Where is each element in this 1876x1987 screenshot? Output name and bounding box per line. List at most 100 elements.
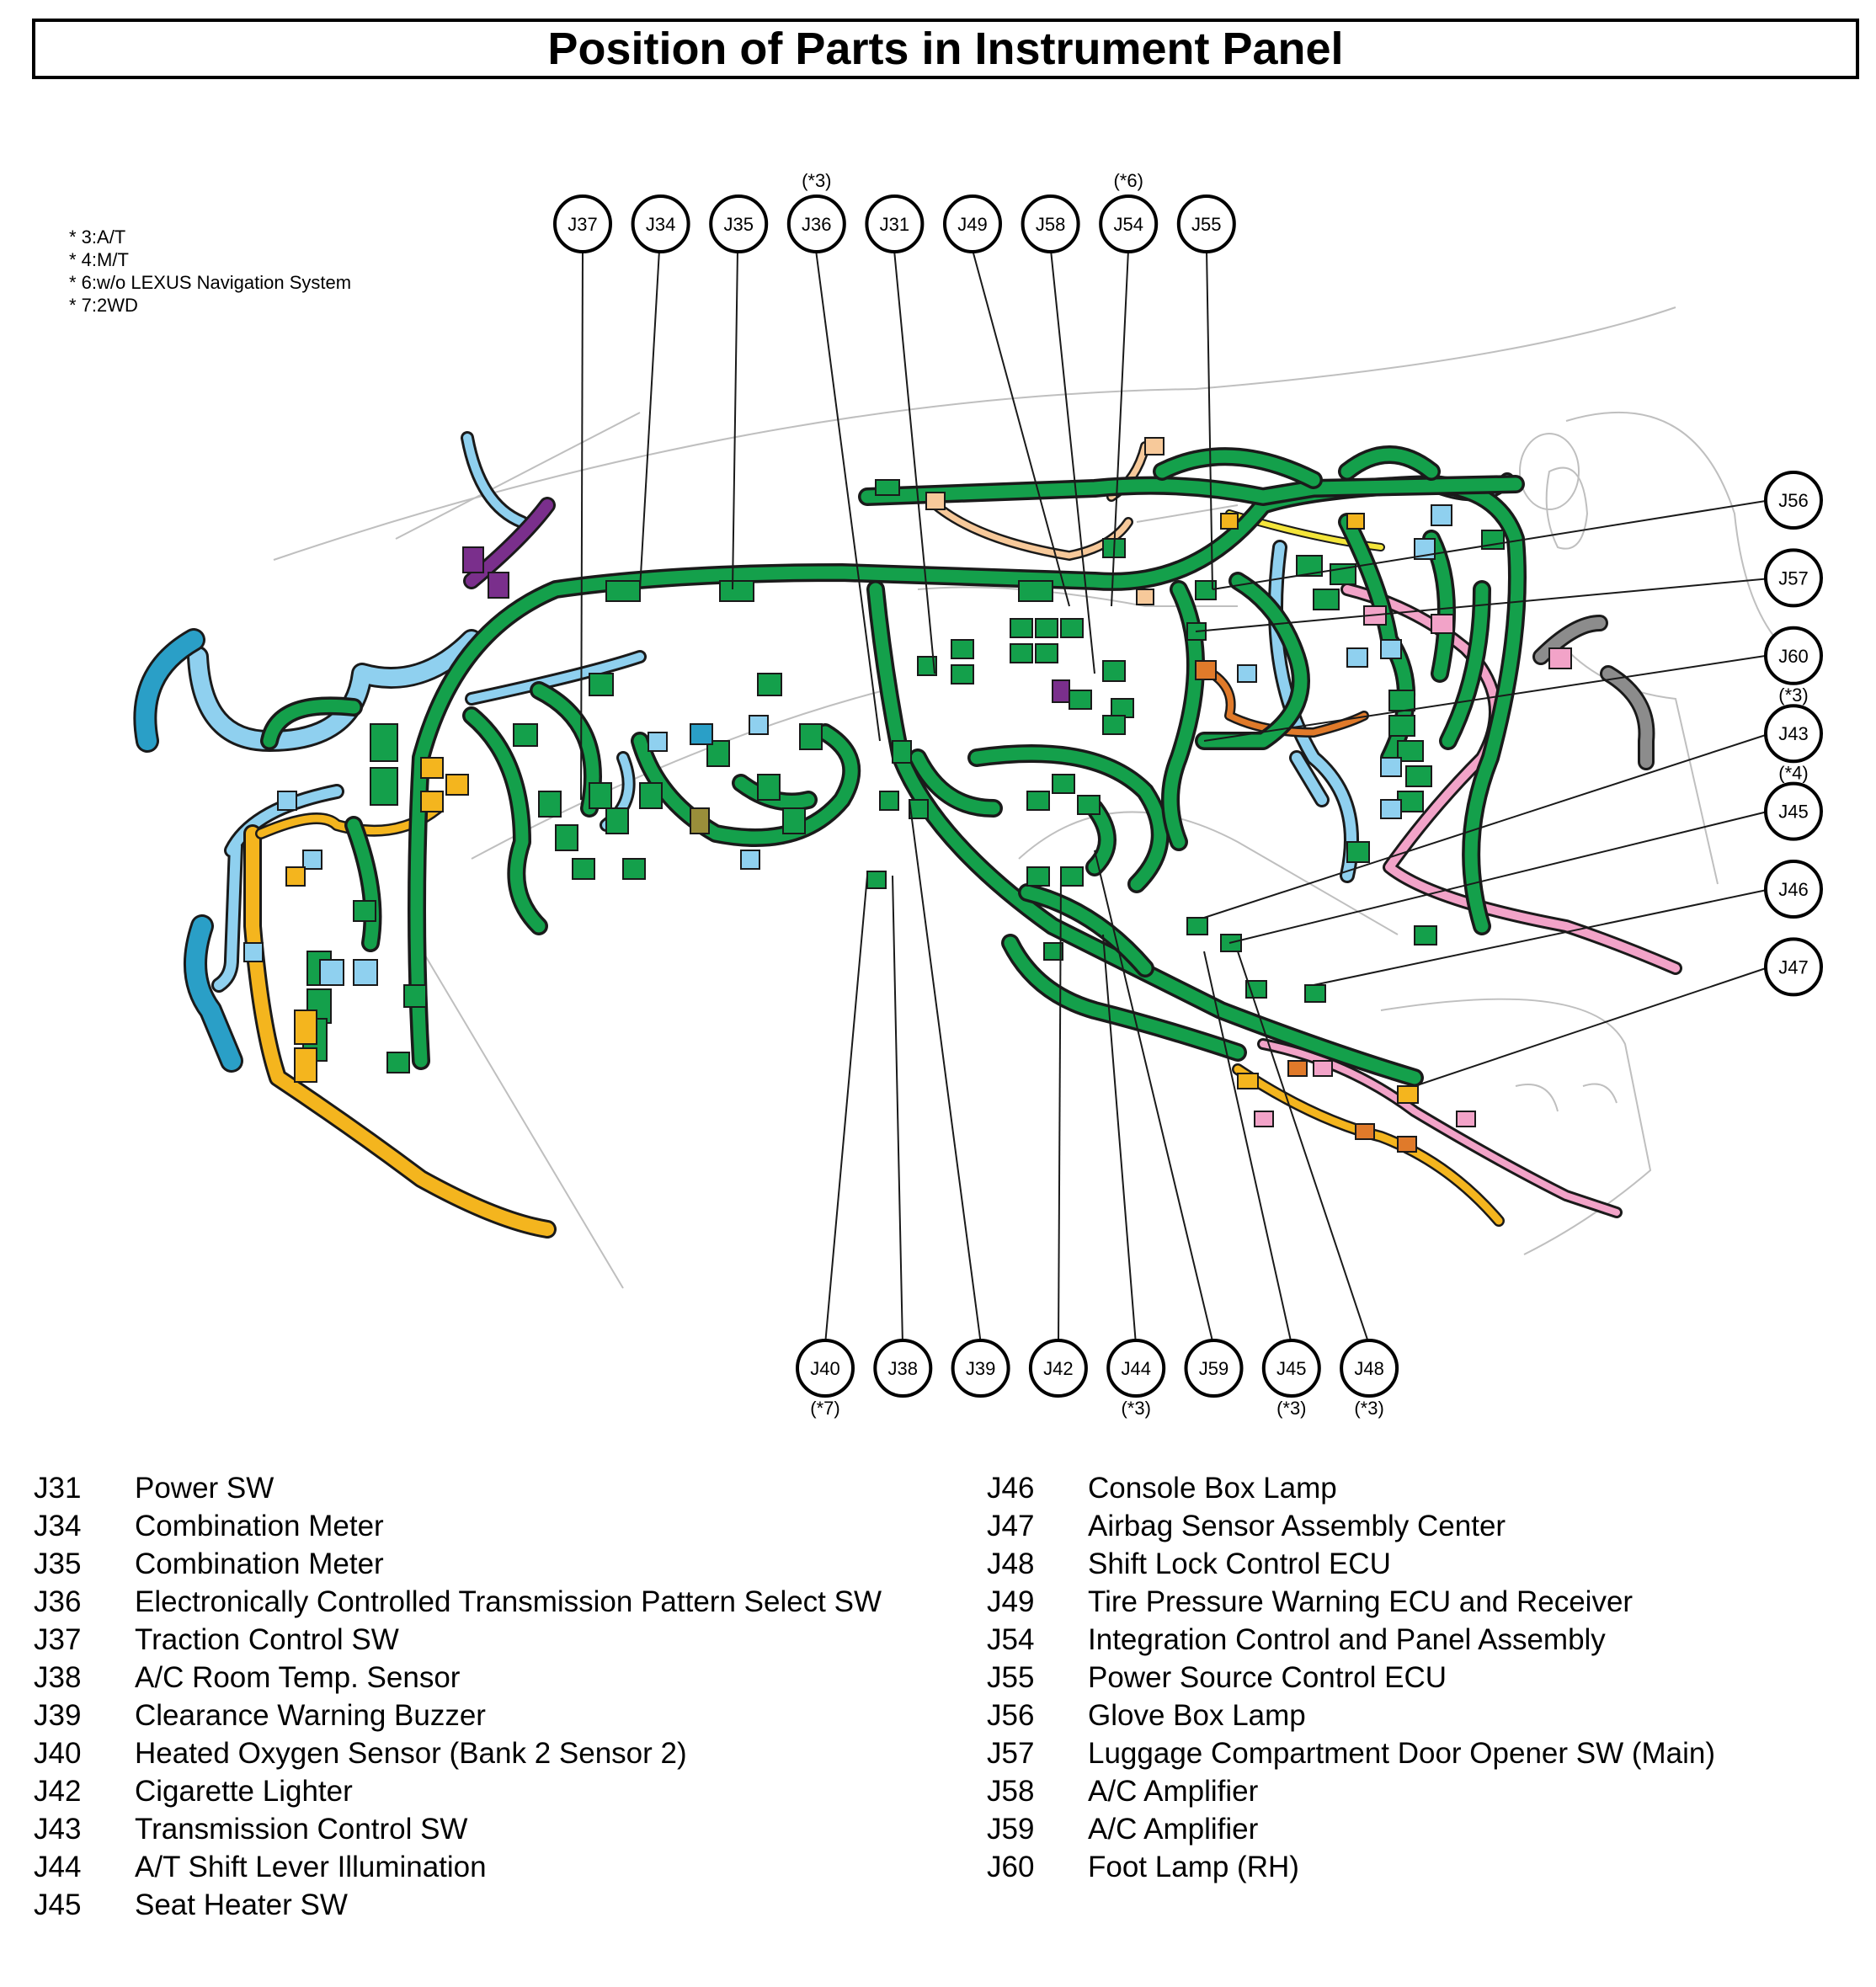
legend-desc: Airbag Sensor Assembly Center <box>1088 1510 1506 1542</box>
title-box: Position of Parts in Instrument Panel <box>32 19 1859 79</box>
legend-code: J42 <box>34 1775 82 1808</box>
legend-desc: Traction Control SW <box>135 1623 399 1656</box>
legend-desc: Console Box Lamp <box>1088 1472 1337 1505</box>
callout-label: J54 <box>1113 214 1143 235</box>
legend-code: J38 <box>34 1661 82 1694</box>
callout-label: J34 <box>646 214 675 235</box>
legend-code: J49 <box>987 1585 1035 1618</box>
legend-code: J46 <box>987 1472 1035 1505</box>
legend-code: J60 <box>987 1851 1035 1883</box>
callout-j34: J34 <box>631 194 690 253</box>
legend-code: J34 <box>34 1510 82 1542</box>
callout-j56: J56 <box>1764 471 1823 530</box>
callout-j36: J36(*3) <box>786 170 846 253</box>
callout-j37: J37 <box>553 194 612 253</box>
callout-j60: J60 <box>1764 626 1823 685</box>
legend-desc: Power Source Control ECU <box>1088 1661 1447 1694</box>
callout-label: J37 <box>568 214 597 235</box>
legend-code: J45 <box>34 1888 82 1921</box>
callout-circle <box>951 1339 1010 1398</box>
callout-circle <box>1184 1339 1244 1398</box>
callout-note: (*3) <box>1354 1398 1383 1419</box>
callout-label: J49 <box>957 214 987 235</box>
callout-circle <box>1764 937 1823 997</box>
callout-label: J44 <box>1121 1358 1150 1379</box>
callout-circle <box>1106 1339 1166 1398</box>
legend-code: J39 <box>34 1699 82 1732</box>
legend-row: J34 Combination Meter <box>34 1507 943 1545</box>
legend-row: J46 Console Box Lamp <box>987 1469 1871 1507</box>
callout-label: J45 <box>1276 1358 1306 1379</box>
harness-blue <box>187 431 1515 993</box>
callout-label: J45 <box>1778 802 1808 823</box>
callout-label: J39 <box>966 1358 995 1379</box>
footnote: * 3:A/T <box>69 226 126 248</box>
callout-circle <box>1764 704 1823 764</box>
callout-label: J35 <box>723 214 753 235</box>
legend-code: J57 <box>987 1737 1035 1770</box>
callout-label: J58 <box>1036 214 1065 235</box>
callout-label: J59 <box>1199 1358 1228 1379</box>
legend-desc: A/T Shift Lever Illumination <box>135 1851 487 1883</box>
callout-label: J40 <box>810 1358 839 1379</box>
callout-circle <box>1764 471 1823 530</box>
callout-j38: J38 <box>873 1339 933 1398</box>
legend-code: J43 <box>34 1813 82 1846</box>
legend-desc: Power SW <box>135 1472 274 1505</box>
callout-note: (*3) <box>1778 685 1808 706</box>
connector-blocks <box>243 437 1572 1153</box>
callout-j47: J47 <box>1764 937 1823 997</box>
callout-label: J57 <box>1778 567 1808 589</box>
callout-j58: J58 <box>1021 194 1080 253</box>
leader-lines <box>580 249 1772 1345</box>
callout-j31: J31 <box>865 194 925 253</box>
harness-gray <box>1532 615 1655 770</box>
callout-circle <box>1764 860 1823 919</box>
callout-j39: J39 <box>951 1339 1010 1398</box>
callout-j55: J55 <box>1176 194 1236 253</box>
footnote: * 6:w/o LEXUS Navigation System <box>69 272 352 293</box>
callout-j42: J42 <box>1028 1339 1088 1398</box>
callout-note: (*3) <box>1276 1398 1306 1419</box>
legend-code: J47 <box>987 1510 1035 1542</box>
callout-circle <box>873 1339 933 1398</box>
callout-circle <box>1764 548 1823 608</box>
callout-j45: J45 (*3) <box>1261 1339 1321 1419</box>
legend-desc: Integration Control and Panel Assembly <box>1088 1623 1606 1656</box>
legend-code: J54 <box>987 1623 1035 1656</box>
callout-label: J60 <box>1778 646 1808 667</box>
callout-label: J48 <box>1354 1358 1383 1379</box>
legend-row: J54 Integration Control and Panel Assembl… <box>987 1621 1871 1659</box>
callout-note: (*6) <box>1113 170 1143 191</box>
callout-label: J47 <box>1778 956 1808 978</box>
legend-desc: Glove Box Lamp <box>1088 1699 1306 1732</box>
legend-desc: Combination Meter <box>135 1510 384 1542</box>
callout-circle <box>709 194 769 253</box>
legend-code: J44 <box>34 1851 82 1883</box>
legend-desc: A/C Room Temp. Sensor <box>135 1661 461 1694</box>
legend-desc: A/C Amplifier <box>1088 1775 1259 1808</box>
callout-note: (*3) <box>802 170 831 191</box>
legend-row: J47 Airbag Sensor Assembly Center <box>987 1507 1871 1545</box>
callout-note: (*7) <box>810 1398 839 1419</box>
legend-code: J31 <box>34 1472 82 1505</box>
top-callouts: J37 J34 J35 J36(*3) J31 J49 J58 J54 (*6) J55 <box>553 170 1236 253</box>
legend-code: J37 <box>34 1623 82 1656</box>
callout-j48: J48 (*3) <box>1340 1339 1399 1419</box>
callout-label: J55 <box>1191 214 1221 235</box>
